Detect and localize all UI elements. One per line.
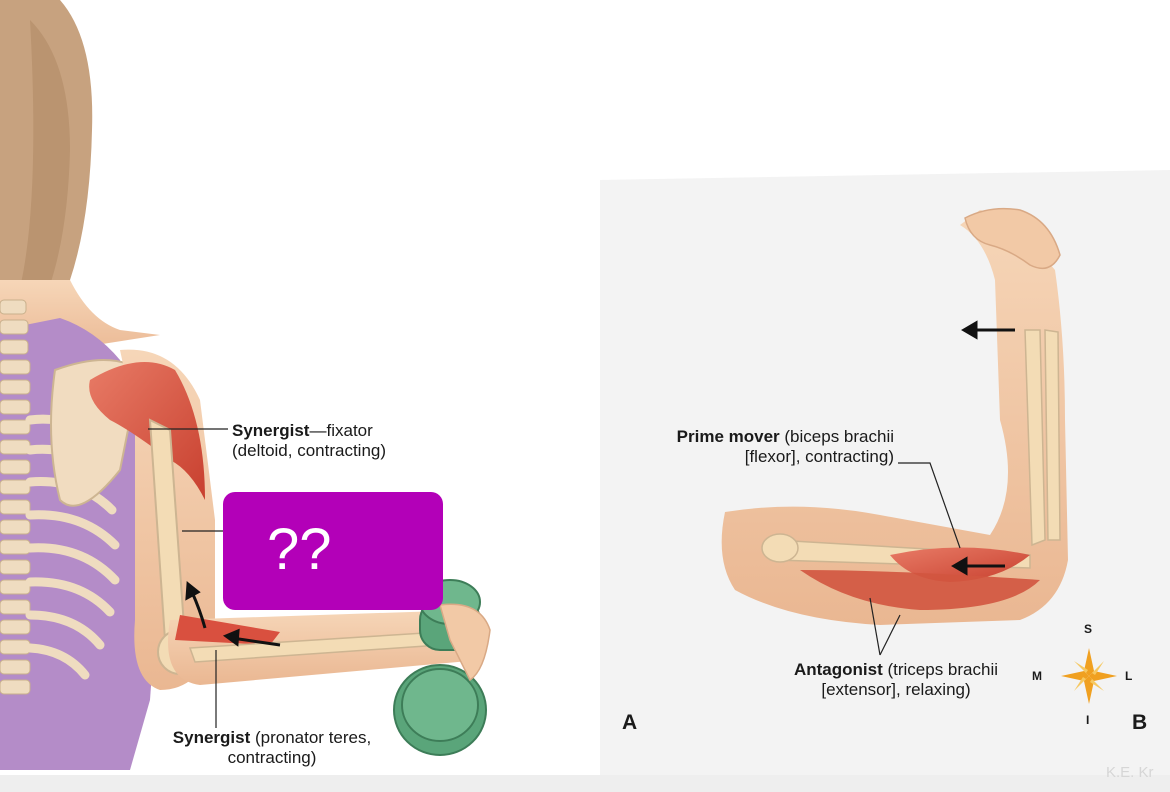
pronator-muscle [175, 615, 280, 645]
synergist-fixator-role: —fixator [309, 421, 373, 440]
credit-watermark: K.E. Kr [1106, 764, 1154, 781]
panel-letter-b: B [1132, 711, 1148, 734]
flex-arm-skin [721, 210, 1068, 625]
flex-arrows [951, 320, 1015, 576]
deltoid-muscle [89, 362, 205, 500]
flex-hand [964, 207, 1061, 270]
prime-mover-desc: [flexor], contracting) [744, 447, 894, 466]
compass-inferior: I [1086, 713, 1090, 727]
synergist-fixator-title: Synergist [232, 421, 310, 440]
contraction-arrows [185, 581, 281, 647]
compass-lateral: L [1125, 669, 1133, 683]
synergist-fixator-desc: (deltoid, contracting) [232, 441, 387, 460]
antagonist-role: (triceps brachii [882, 660, 999, 679]
humerus-head [761, 533, 799, 563]
antagonist-desc: [extensor], relaxing) [821, 680, 971, 699]
hair-shade [20, 20, 70, 288]
radius-ulna-2 [1044, 329, 1061, 541]
synergist-pronator-desc: contracting) [227, 748, 317, 767]
compass-medial: M [1032, 669, 1042, 683]
leader-lines-b [869, 462, 961, 656]
synergist-pronator-title: Synergist [172, 728, 251, 747]
antagonist-title: Antagonist [793, 660, 883, 679]
panel-letter-a: A [622, 711, 638, 734]
quiz-question-marks: ?? [267, 517, 332, 582]
bottom-strip [0, 775, 1170, 792]
synergist-fixator-label: Synergist—fixator (deltoid, contracting) [232, 421, 386, 461]
antagonist-label: Antagonist (triceps brachii [extensor], … [762, 660, 1030, 700]
prime-mover-label: Prime mover (biceps brachii [flexor], co… [622, 427, 894, 467]
spine [0, 299, 31, 695]
compass-rose [1061, 648, 1117, 704]
synergist-pronator-role: (pronator teres, [250, 728, 372, 747]
prime-mover-role: (biceps brachii [779, 427, 894, 446]
synergist-pronator-label: Synergist (pronator teres, contracting) [147, 728, 397, 768]
prime-mover-title: Prime mover [676, 427, 780, 446]
compass-superior: S [1084, 622, 1093, 636]
hand [439, 603, 491, 682]
leader-lines-a [148, 428, 228, 728]
quiz-overlay-box: ?? [223, 492, 443, 610]
triceps-muscle [800, 570, 1040, 610]
radius-ulna [1024, 329, 1046, 547]
